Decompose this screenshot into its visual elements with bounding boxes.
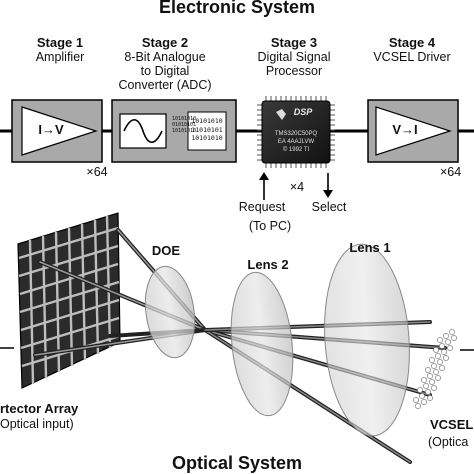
amp-multiplier: ×64	[86, 165, 108, 179]
select-arrow-head-icon	[323, 190, 333, 198]
to-pc-label: (To PC)	[248, 219, 292, 233]
driver-label: V→I	[392, 122, 418, 137]
stage-4-desc: VCSEL Driver	[373, 50, 451, 64]
stage-3-desc-line2: Processor	[265, 64, 323, 78]
vcsel-label: VCSEL	[430, 417, 474, 432]
chip-line-1: TMS320C50PQ	[274, 131, 318, 137]
driver-multiplier: ×64	[440, 165, 462, 179]
adc-bits-right: 10101010 11010101 10101010	[190, 117, 224, 143]
stage-1-heading: Stage 1	[36, 35, 84, 50]
stage-2-desc-line3: Converter (ADC)	[118, 78, 212, 92]
title-electronic-system: Electronic System	[158, 0, 316, 17]
amplifier-triangle-icon	[21, 106, 98, 156]
lens-1-label: Lens 1	[349, 240, 391, 255]
vcsel-array-icon	[413, 329, 457, 409]
lens-2-label: Lens 2	[247, 257, 289, 272]
lens-1-icon	[324, 243, 410, 437]
adc-bits-left-1: 10101010	[172, 116, 197, 122]
driver-triangle-icon	[375, 106, 452, 156]
stage-3-heading: Stage 3	[270, 35, 318, 50]
title-optical-system: Optical System	[171, 453, 303, 473]
detector-array-icon	[17, 212, 121, 389]
adc-bits-left: 10101010 01010101 10101010	[172, 116, 197, 134]
chip-line-3: © 1992 TI	[282, 147, 310, 153]
adc-digital-window	[187, 111, 227, 151]
stage-2-desc-line1: 8-Bit Analogue	[124, 50, 206, 64]
detector-array-label: rtector Array	[0, 401, 79, 416]
stage-1-desc: Amplifier	[35, 50, 85, 64]
sine-wave-icon	[123, 118, 163, 144]
stage-2-desc-line2: to Digital	[140, 64, 190, 78]
stage-3-desc-line1: Digital Signal	[257, 50, 331, 64]
select-label: Select	[311, 200, 347, 214]
chip-text: TMS320C50PQ EA 4AAJLVW © 1992 TI	[264, 130, 328, 154]
doe-lens-icon	[144, 265, 196, 359]
chip-logo: DSP	[293, 107, 313, 117]
doe-label: DOE	[151, 243, 181, 258]
chip-line-2: EA 4AAJLVW	[277, 139, 315, 145]
stage-2-heading: Stage 2	[141, 35, 189, 50]
request-arrow-head-icon	[259, 172, 269, 180]
dsp-chip-icon	[257, 96, 335, 168]
stage-4-heading: Stage 4	[388, 35, 436, 50]
lens-2-icon	[230, 271, 294, 417]
adc-bits-right-2: 11010101	[191, 125, 223, 134]
dsp-multiplier: ×4	[289, 180, 305, 194]
detector-array-sublabel: Optical input)	[0, 417, 74, 431]
amplifier-label: I→V	[38, 122, 64, 137]
adc-bits-left-2: 01010101	[172, 122, 197, 128]
adc-bits-right-1: 10101010	[191, 117, 223, 125]
request-label: Request	[238, 200, 286, 214]
vcsel-sublabel: (Optica	[428, 435, 469, 449]
adc-bits-right-3: 10101010	[191, 134, 223, 142]
adc-bits-left-3: 10101010	[172, 128, 197, 134]
